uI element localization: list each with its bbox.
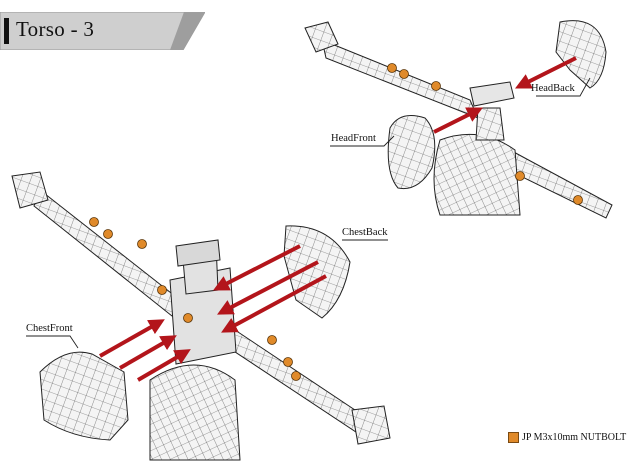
head-assembly-figure (304, 20, 613, 219)
arrow-head-back (514, 56, 577, 89)
upper-left-arm (321, 39, 479, 119)
bolt-4 (515, 171, 525, 181)
legend-text: JP M3x10mm NUTBOLT (522, 432, 627, 443)
nutbolt-swatch (508, 432, 519, 443)
arrow-head-front (433, 107, 484, 134)
leader-chest-front (26, 335, 79, 349)
bolt-10 (183, 313, 193, 323)
label-head-back: HeadBack (531, 83, 575, 94)
banner-shape (0, 12, 205, 50)
upper-torso (433, 133, 521, 216)
bolt-5 (573, 195, 583, 205)
bolt-2 (399, 69, 409, 79)
bolt-12 (283, 357, 293, 367)
upper-left-hand (304, 21, 339, 53)
bolt-13 (291, 371, 301, 381)
abdomen (149, 364, 241, 461)
arrow-chest-back-3 (221, 274, 327, 333)
label-chest-front: ChestFront (26, 323, 73, 334)
bolt-1 (387, 63, 397, 73)
arrow-chest-front-1 (99, 319, 165, 358)
chest-assembly-figure (11, 171, 391, 461)
arrow-chest-back-2 (217, 260, 319, 315)
label-head-front: HeadFront (331, 133, 376, 144)
title-banner (0, 12, 205, 50)
leader-head-front (330, 135, 395, 147)
lower-left-arm (33, 189, 181, 317)
bolt-6 (89, 217, 99, 227)
arrow-chest-front-3 (136, 349, 191, 382)
lower-right-hand (351, 405, 391, 445)
bolt-3 (431, 81, 441, 91)
label-chest-back: ChestBack (342, 227, 388, 238)
upper-neck (475, 107, 505, 141)
chest-back-part (283, 225, 351, 319)
neck-cap (175, 239, 221, 267)
bolt-11 (267, 335, 277, 345)
bolt-9 (157, 285, 167, 295)
legend: JP M3x10mm NUTBOLT (508, 432, 626, 443)
leader-head-back (536, 77, 591, 97)
head-front-part (387, 115, 436, 190)
arrow-chest-back-1 (213, 244, 301, 291)
page-title: Torso - 3 (16, 17, 95, 41)
chest-front-part (39, 351, 129, 441)
neck-block (469, 81, 515, 107)
head-back-part (555, 20, 607, 89)
bolt-7 (103, 229, 113, 239)
bolt-8 (137, 239, 147, 249)
lower-left-hand (11, 171, 49, 209)
arrow-chest-front-2 (119, 335, 177, 370)
